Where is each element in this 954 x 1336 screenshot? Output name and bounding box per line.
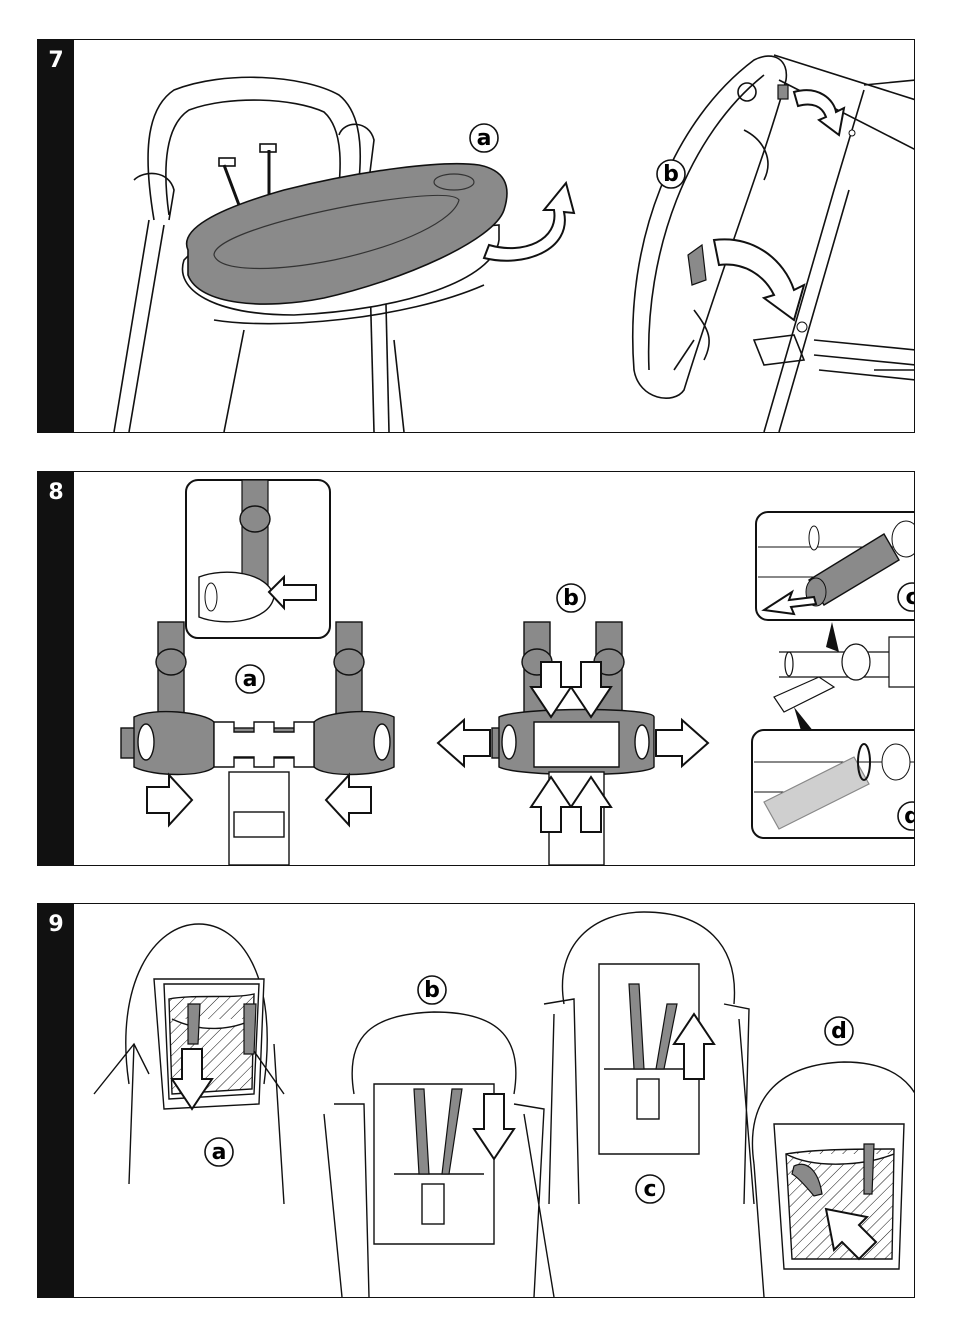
step-number: 9 xyxy=(38,912,74,937)
pull-arrow-left xyxy=(438,720,490,766)
label-8b: b xyxy=(563,586,579,611)
seat-9b xyxy=(352,1012,516,1094)
tray-side-view xyxy=(633,56,787,398)
step-8-panel: 8 a xyxy=(37,471,915,866)
label-9d: d xyxy=(831,1019,847,1044)
label-8c: c xyxy=(905,585,915,610)
push-arrow-left xyxy=(326,775,371,825)
step-number: 8 xyxy=(38,480,74,505)
step-9-illustration: a b c xyxy=(74,904,915,1297)
step-number-tab xyxy=(38,40,74,432)
label-8d: d xyxy=(904,804,915,829)
label-8a: a xyxy=(243,667,258,692)
label-9c: c xyxy=(643,1177,656,1202)
label-7b: b xyxy=(663,162,679,187)
label-7a: a xyxy=(477,126,492,151)
pull-arrow-right xyxy=(656,720,708,766)
step-7-panel: 7 a xyxy=(37,39,915,433)
step-7-illustration: a b xyxy=(74,40,915,432)
label-9a: a xyxy=(212,1140,227,1165)
step-9-panel: 9 a xyxy=(37,903,915,1298)
slide-arrow-top xyxy=(794,90,844,135)
tray-top xyxy=(187,164,507,304)
step-8-illustration: a b c xyxy=(74,472,915,865)
push-arrow-right xyxy=(147,775,192,825)
slide-arrow-bottom xyxy=(714,239,804,320)
label-9b: b xyxy=(424,978,440,1003)
step-number-tab xyxy=(38,904,74,1297)
step-number-tab xyxy=(38,472,74,865)
step-number: 7 xyxy=(38,48,74,73)
